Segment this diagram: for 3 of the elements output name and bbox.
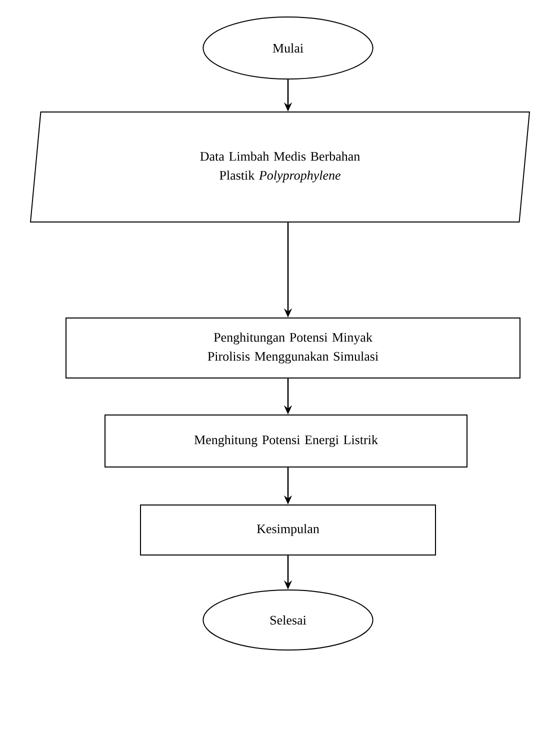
- process-box: Penghitungan Potensi Minyak Pirolisis Menggunakan Simulasi: [66, 318, 520, 378]
- process-box: Kesimpulan: [140, 504, 436, 556]
- process-box: Menghitung Potensi Energi Listrik: [104, 414, 468, 468]
